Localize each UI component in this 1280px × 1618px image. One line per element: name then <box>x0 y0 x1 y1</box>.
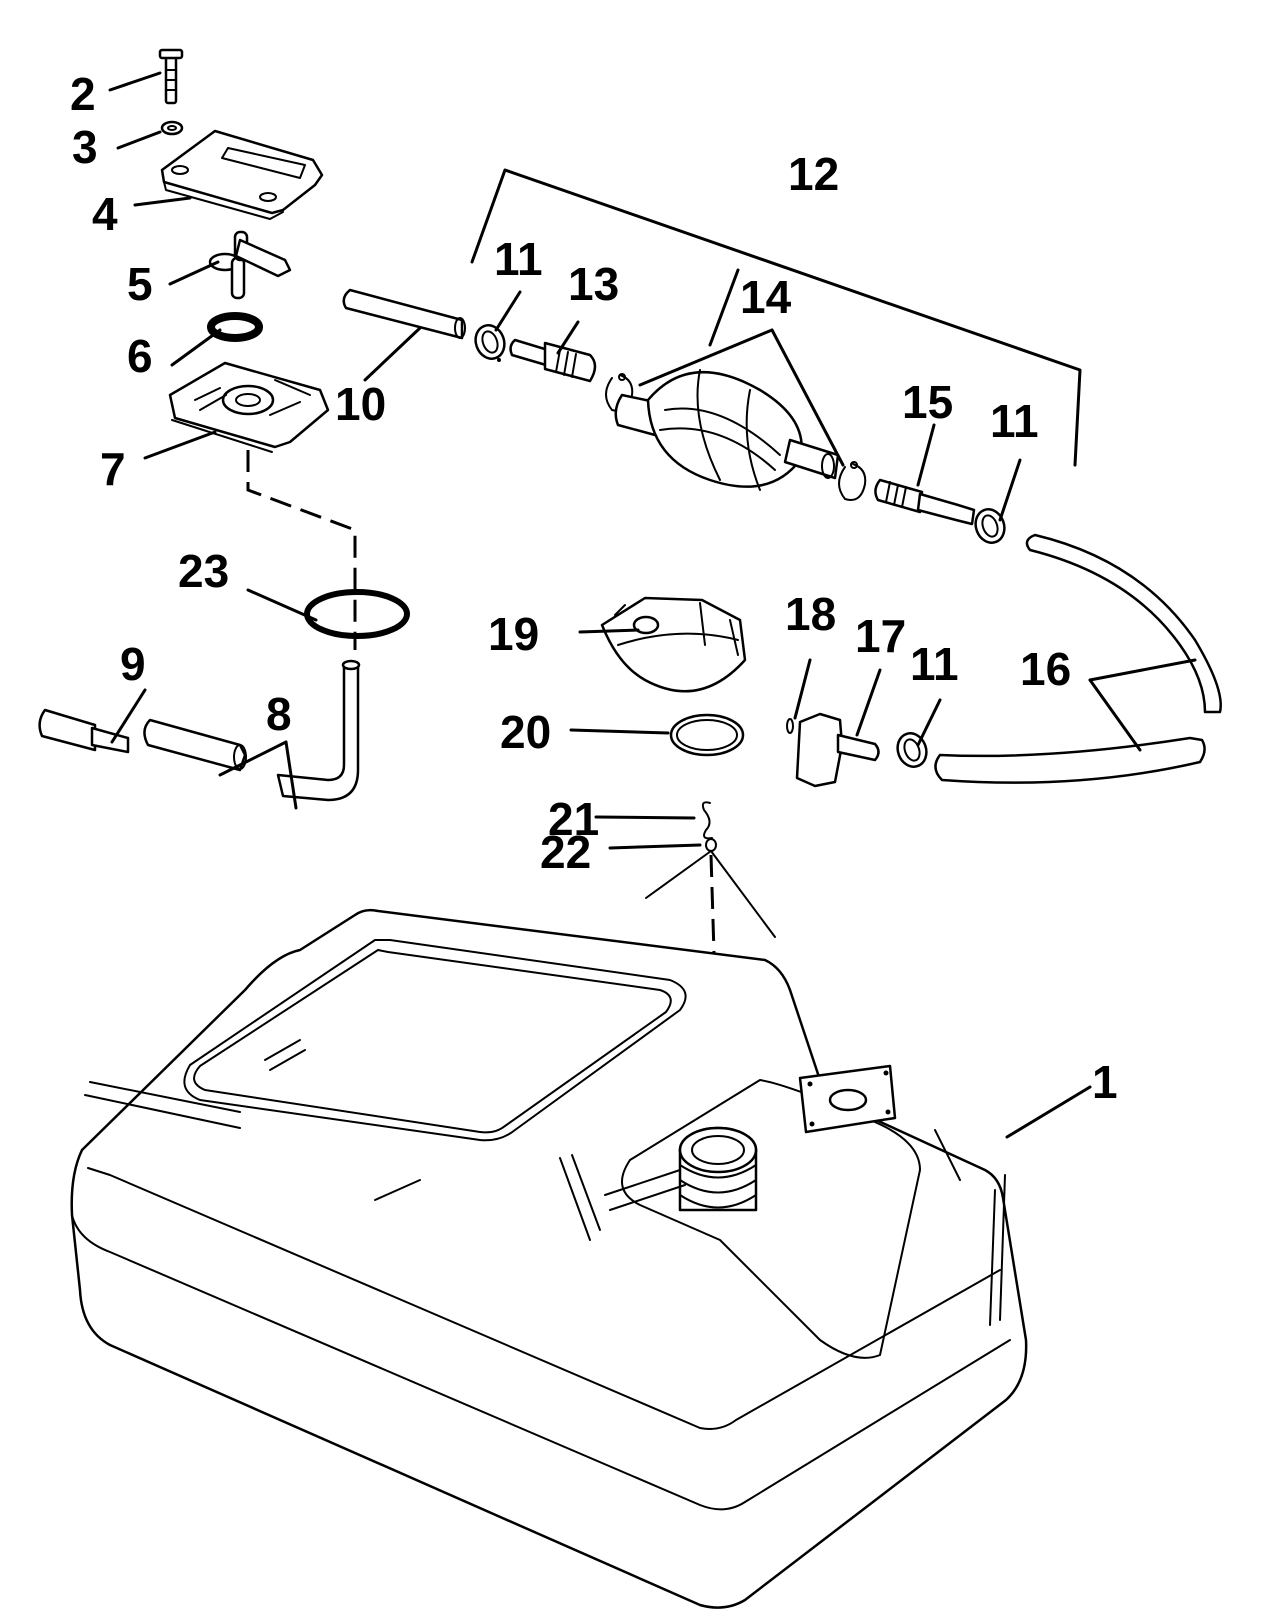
leader-19 <box>578 628 640 634</box>
leader-1 <box>1005 1085 1092 1139</box>
part-22-retainer-cord <box>645 838 776 938</box>
leader-11b <box>998 458 1022 522</box>
leader-2 <box>108 71 162 92</box>
part-2-screw <box>158 48 184 105</box>
leader-14a <box>638 328 774 387</box>
part-20-cap-gasket <box>669 713 745 757</box>
leader-22 <box>608 843 702 850</box>
leader-14b <box>770 328 845 467</box>
part-16-fuel-line <box>934 533 1222 784</box>
part-1-fuel-tank <box>70 908 1028 1609</box>
callout-16: 16 <box>1020 643 1071 695</box>
part-5-elbow-connector <box>208 230 292 300</box>
leader-5 <box>168 260 220 286</box>
part-23-gasket <box>304 589 410 639</box>
part-3-washer <box>160 120 184 136</box>
leader-16b <box>1088 678 1142 752</box>
alignment-line-7-8 <box>246 450 357 650</box>
primer-bulb <box>614 369 840 491</box>
leader-11a <box>494 290 522 332</box>
part-8-pickup-hose <box>143 659 361 802</box>
callout-9: 9 <box>120 638 146 690</box>
callout-23: 23 <box>178 545 229 597</box>
callout-8: 8 <box>266 688 292 740</box>
part-6-o-ring <box>207 312 263 342</box>
callout-17: 17 <box>855 610 906 662</box>
leader-4 <box>133 196 192 207</box>
leader-20 <box>569 728 670 735</box>
part-18-o-ring-small <box>786 718 794 734</box>
part-7-fuel-gauge-plate <box>168 361 330 453</box>
callout-11-b: 11 <box>990 395 1039 447</box>
callout-21: 21 <box>548 793 599 845</box>
leader-3 <box>116 130 162 150</box>
leader-18 <box>793 658 812 720</box>
leader-6 <box>170 328 222 367</box>
callout-12: 12 <box>788 148 839 200</box>
part-13-check-valve-inlet <box>509 338 597 383</box>
part-19-filler-cap <box>600 596 747 693</box>
part-11-hose-clamp-b <box>974 508 1006 544</box>
leader-11c <box>916 698 942 747</box>
leader-12 <box>708 268 740 347</box>
leader-13 <box>556 320 580 355</box>
part-21-s-hook <box>701 801 713 840</box>
callout-6: 6 <box>127 330 153 382</box>
leader-7 <box>143 430 217 460</box>
callout-3: 3 <box>72 121 98 173</box>
part-10-hose <box>342 288 466 340</box>
callout-11-c: 11 <box>910 638 959 690</box>
leader-16a <box>1088 658 1197 682</box>
part-11-hose-clamp-a <box>474 324 506 362</box>
callout-13: 13 <box>568 258 619 310</box>
callout-11-a: 11 <box>494 233 543 285</box>
part-9-filter <box>38 708 130 754</box>
part-17-connector <box>795 712 880 788</box>
leader-15 <box>916 423 936 487</box>
leader-8a <box>218 740 288 777</box>
callout-18: 18 <box>785 588 836 640</box>
part-14-clamp-b <box>838 461 867 501</box>
callout-20: 20 <box>500 706 551 758</box>
callout-22: 22 <box>540 826 591 878</box>
callout-5: 5 <box>127 258 153 310</box>
callout-19: 19 <box>488 608 539 660</box>
callout-7: 7 <box>100 443 126 495</box>
callout-10: 10 <box>335 378 386 430</box>
part-11-hose-clamp-c <box>896 732 928 768</box>
callout-15: 15 <box>902 376 953 428</box>
part-4-cover-plate <box>160 129 324 220</box>
part-15-check-valve-outlet <box>874 478 976 526</box>
leader-9 <box>110 688 147 744</box>
leader-21 <box>594 815 696 820</box>
callout-1: 1 <box>1092 1056 1118 1108</box>
leader-10 <box>363 326 422 382</box>
callout-2: 2 <box>70 68 96 120</box>
callout-4: 4 <box>92 188 118 240</box>
leader-23 <box>246 588 318 622</box>
leader-8b <box>284 740 298 810</box>
part-12-assembly-bracket <box>470 168 1082 467</box>
callout-14: 14 <box>740 271 792 323</box>
leader-17 <box>855 668 882 737</box>
